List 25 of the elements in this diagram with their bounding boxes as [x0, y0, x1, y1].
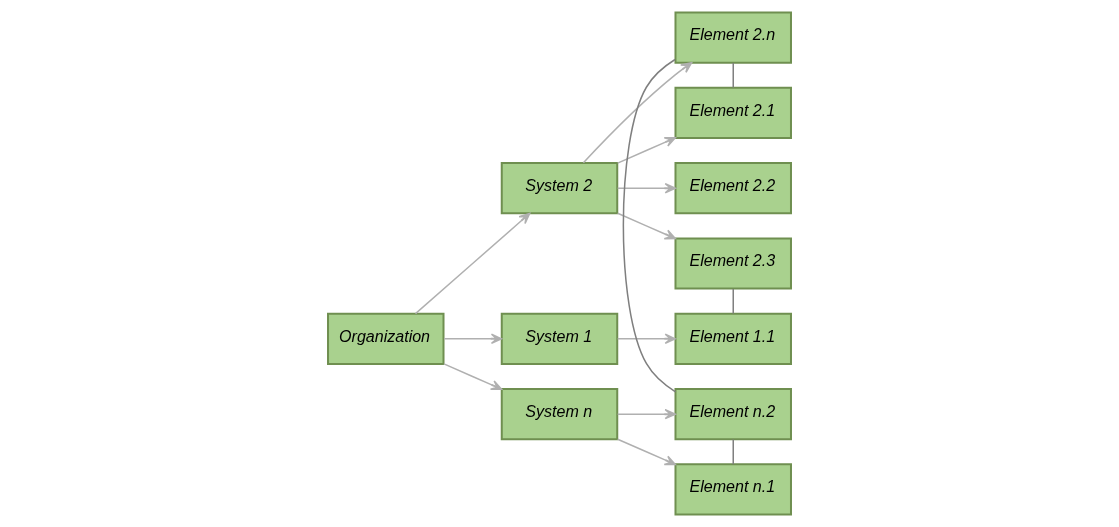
connector — [732, 288, 734, 315]
arrow — [582, 62, 693, 164]
arrow — [616, 438, 677, 466]
node-box: Element n.1 — [674, 463, 792, 516]
node-box: Element 1.1 — [674, 312, 792, 365]
node-box: Element n.2 — [674, 388, 792, 441]
connector — [732, 438, 734, 465]
arrow — [616, 212, 677, 240]
connector — [732, 62, 734, 89]
node-box: Element 2.3 — [674, 237, 792, 290]
node-box: Element 2.n — [674, 11, 792, 64]
node-box: System 2 — [500, 162, 619, 215]
node-box: Element 2.1 — [674, 86, 792, 139]
node-box: Element 2.2 — [674, 162, 792, 215]
node-box: System n — [500, 388, 619, 441]
node-box: Organization — [327, 312, 445, 365]
arrow — [443, 363, 503, 391]
connector — [622, 58, 677, 393]
node-box: System 1 — [500, 312, 619, 365]
arrow — [443, 333, 503, 345]
arrow — [616, 182, 677, 194]
arrow — [616, 408, 677, 420]
arrow — [414, 212, 531, 315]
arrow — [616, 136, 677, 164]
arrow — [616, 333, 677, 345]
